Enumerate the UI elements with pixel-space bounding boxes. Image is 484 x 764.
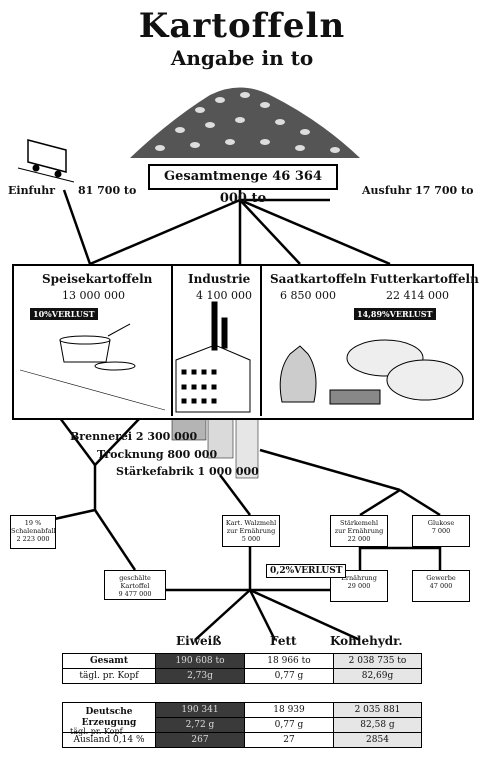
nutrient-header: Kohlehydr. <box>330 634 403 648</box>
page-subtitle: Angabe in to <box>170 46 314 70</box>
loss-badge: 14,89%VERLUST <box>354 308 436 320</box>
import-value: 81 700 to <box>78 184 137 197</box>
table-row: Ausland 0,14 % 267 27 2854 <box>62 732 422 748</box>
divider <box>171 266 173 416</box>
brennerei-label: Brennerei 2 300 000 <box>70 430 198 443</box>
category-name: Saatkartoffeln <box>270 272 367 286</box>
divider <box>260 266 262 416</box>
glukose-box: Glukose 7 000 <box>412 515 470 547</box>
staerkemehl-box: Stärkemehl zur Ernährung 22 000 <box>330 515 388 547</box>
import-label: Einfuhr <box>8 184 56 197</box>
table-row: tägl. pr. Kopf 2,73g 0,77 g 82,69g <box>62 668 422 684</box>
category-value: 4 100 000 <box>196 289 252 302</box>
category-value: 13 000 000 <box>62 289 125 302</box>
kopf-label: tägl. pr. Kopf <box>70 727 123 736</box>
trocknung-label: Trocknung 800 000 <box>97 448 218 461</box>
geschaelt-box: geschälte Kartoffel 9 477 000 <box>104 570 166 600</box>
sack-icon <box>279 345 317 403</box>
total-amount-box: Gesamtmenge 46 364 000 to <box>148 164 338 206</box>
category-name: Industrie <box>188 272 251 286</box>
category-value: 6 850 000 <box>280 289 336 302</box>
cooking-pot-icon <box>19 323 166 411</box>
category-value: 22 414 000 <box>386 289 449 302</box>
schalenabfall-box: 19 % Schalenabfall 2 223 000 <box>10 515 56 549</box>
table-row: Gesamt 190 608 to 18 966 to 2 038 735 to <box>62 653 422 669</box>
table-row: 2,72 g 0,77 g 82,58 g <box>63 717 422 733</box>
train-wagon-icon <box>17 139 75 183</box>
nutrient-table-total: Gesamt 190 608 to 18 966 to 2 038 735 to… <box>62 653 422 684</box>
category-name: Futterkartoffeln <box>370 272 479 286</box>
table-row: Deutsche Erzeugung 190 341 18 939 2 035 … <box>62 702 422 733</box>
nutrient-header: Fett <box>270 634 297 648</box>
staerke-label: Stärkefabrik 1 000 000 <box>116 465 259 478</box>
export-label: Ausfuhr 17 700 to <box>362 184 474 197</box>
loss-badge: 0,2%VERLUST <box>266 564 347 578</box>
loss-badge: 10%VERLUST <box>30 308 98 320</box>
ernaehrung-box: Ernährung 29 000 <box>330 570 388 602</box>
pigs-icon <box>329 339 464 405</box>
potato-pile-icon <box>130 87 360 158</box>
gewerbe-box: Gewerbe 47 000 <box>412 570 470 602</box>
category-name: Speisekartoffeln <box>42 272 153 286</box>
nutrient-table-german: Deutsche Erzeugung 190 341 18 939 2 035 … <box>62 702 422 748</box>
page-title: Kartoffeln <box>138 6 346 46</box>
walzmehl-box: Kart. Walzmehl zur Ernährung 5 000 <box>222 515 280 547</box>
factory-icon <box>175 301 251 413</box>
nutrient-header: Eiweiß <box>176 634 222 648</box>
